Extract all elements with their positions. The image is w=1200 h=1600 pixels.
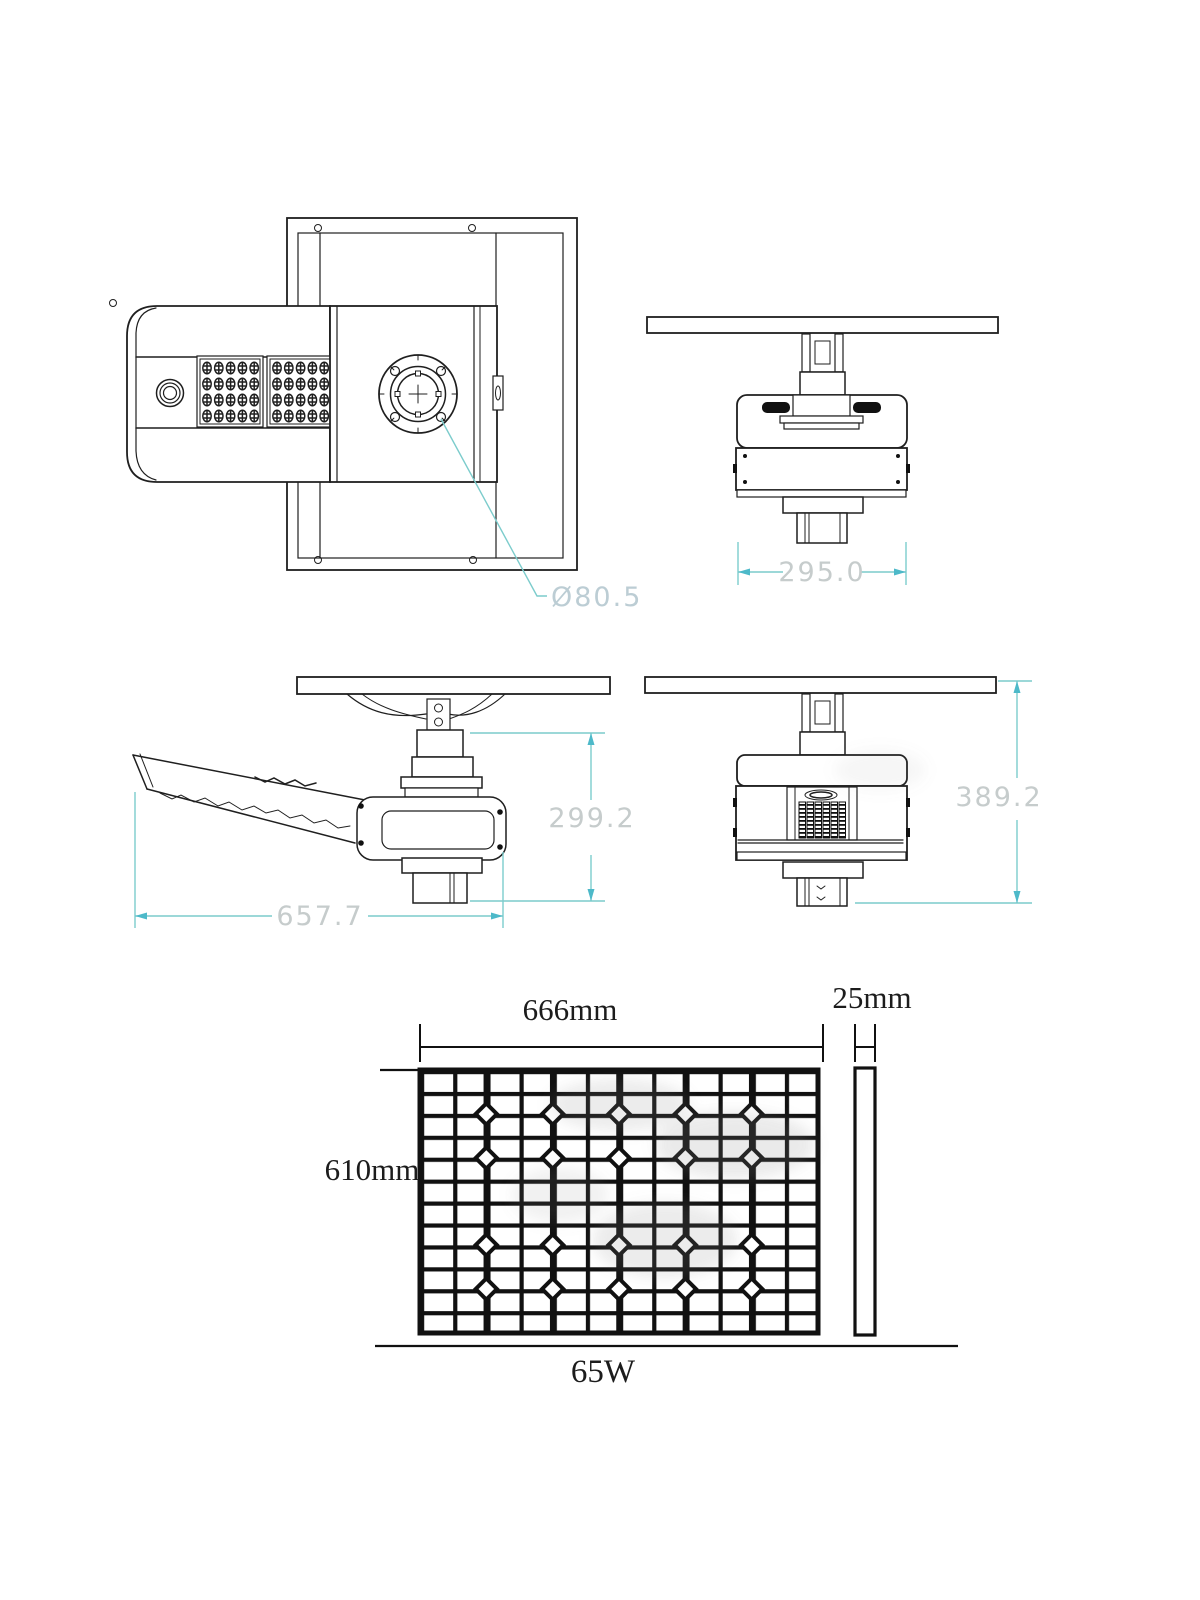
pole-stub-side bbox=[412, 872, 468, 904]
solar-panel-detail-drawing: 666mm 25mm 610mm 65W bbox=[325, 750, 958, 1390]
panel-power-label: 65W bbox=[571, 1354, 636, 1390]
diameter-dimension-label: Ø80.5 bbox=[551, 582, 642, 613]
width-dimension: 295.0 bbox=[737, 542, 907, 588]
front-view-drawing: 295.0 bbox=[646, 316, 999, 588]
bracket-neck bbox=[799, 371, 846, 396]
length-dimension-label: 657.7 bbox=[276, 901, 363, 932]
led-module-right bbox=[266, 355, 334, 428]
width-dimension-label: 295.0 bbox=[778, 557, 865, 588]
panel-height-label: 610mm bbox=[325, 1152, 420, 1187]
panel-thickness-label: 25mm bbox=[832, 980, 911, 1015]
lamp-body-mid bbox=[735, 447, 908, 491]
battery-compartment bbox=[786, 786, 858, 841]
total-height-dimension-label: 389.2 bbox=[955, 782, 1042, 813]
mount-height-dimension-label: 299.2 bbox=[548, 803, 635, 834]
pole-mount-ring bbox=[378, 354, 458, 434]
lamp-arm bbox=[132, 753, 366, 844]
solar-panel-bar-side bbox=[296, 676, 611, 695]
panel-width-dimension: 666mm bbox=[419, 992, 824, 1062]
panel-thickness-dimension: 25mm bbox=[832, 980, 912, 1062]
photocell-sensor bbox=[155, 378, 185, 408]
back-view-drawing: 389.2 bbox=[644, 676, 1042, 907]
side-view-drawing: 657.7 299.2 bbox=[132, 676, 635, 932]
watermark-smudge bbox=[512, 750, 925, 1278]
length-dimension: 657.7 bbox=[134, 792, 504, 932]
solar-panel-bar-back bbox=[644, 676, 997, 694]
panel-thickness-view bbox=[853, 1066, 877, 1337]
led-module-left bbox=[196, 355, 264, 428]
top-view-drawing: Ø80.5 bbox=[109, 217, 642, 613]
solar-panel-bar bbox=[646, 316, 999, 334]
mount-height-dimension: 299.2 bbox=[470, 732, 635, 902]
lamp-body-side bbox=[356, 796, 507, 861]
diameter-leader-line bbox=[440, 418, 547, 597]
panel-width-label: 666mm bbox=[523, 992, 618, 1027]
total-height-dimension: 389.2 bbox=[855, 680, 1042, 904]
